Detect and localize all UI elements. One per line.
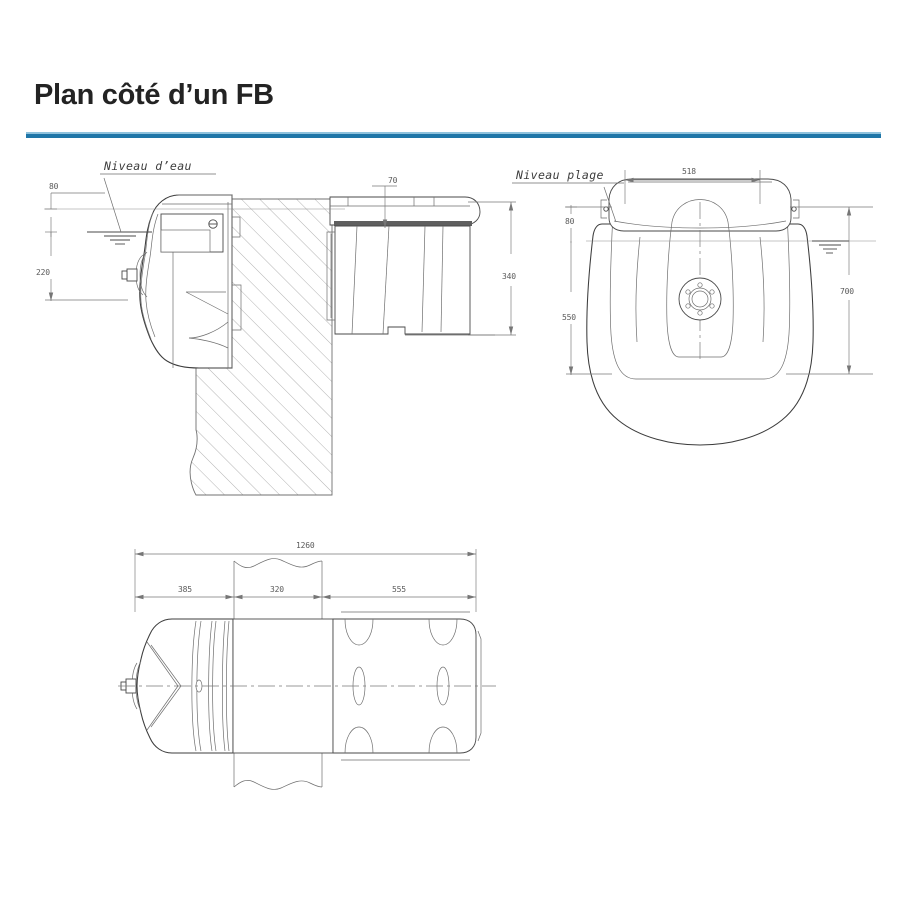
dimension-side-220-text: 220 xyxy=(36,268,50,277)
filtration-unit-body-side xyxy=(121,194,242,369)
dimension-front-80: 80 xyxy=(565,205,612,243)
center-flange-front xyxy=(678,277,722,321)
page-header: Plan côté d’un FB xyxy=(0,0,900,142)
dimension-plan-555-text: 555 xyxy=(392,585,406,594)
dimension-side-70: 70 xyxy=(372,176,398,228)
note-niveau-eau: Niveau d’eau xyxy=(100,159,216,233)
dimension-plan-320-text: 320 xyxy=(270,585,284,594)
view-top-plan: 1260 385 320 555 xyxy=(118,541,496,790)
filtration-unit-body-front xyxy=(586,178,814,446)
dimension-front-550: 550 xyxy=(562,241,612,375)
hinge-tab-left xyxy=(600,199,609,219)
dimension-front-518-text: 518 xyxy=(682,167,696,176)
dimension-plan-1260: 1260 xyxy=(134,541,477,612)
filter-tank-side xyxy=(326,196,495,336)
dimension-side-80: 80 xyxy=(45,182,105,237)
dimension-plan-1260-text: 1260 xyxy=(296,541,315,550)
dimension-side-220: 220 xyxy=(36,232,128,301)
note-niveau-plage: Niveau plage xyxy=(512,168,624,223)
latch-bolt-side xyxy=(208,219,218,229)
dimension-side-340: 340 xyxy=(468,201,516,336)
drawing-area: Niveau d’eau 80 220 xyxy=(0,142,900,900)
dimension-front-550-text: 550 xyxy=(562,313,576,322)
pool-wall-section xyxy=(189,198,333,496)
dimension-front-700: 700 xyxy=(786,206,873,375)
page-title: Plan côté d’un FB xyxy=(34,79,274,111)
water-level-symbol-front xyxy=(812,240,849,254)
dimension-side-70-text: 70 xyxy=(388,176,398,185)
title-rule-highlight xyxy=(26,132,881,134)
water-level-symbol-side xyxy=(87,231,152,245)
dimension-side-340-text: 340 xyxy=(502,272,516,281)
title-rule xyxy=(26,134,881,138)
view-front-elevation: Niveau plage 518 80 xyxy=(512,167,876,446)
dimension-front-700-text: 700 xyxy=(840,287,854,296)
hinge-tab-right xyxy=(791,199,800,219)
dimension-plan-385: 385 xyxy=(135,585,234,600)
dimension-side-80-text: 80 xyxy=(49,182,59,191)
dimension-plan-555: 555 xyxy=(322,585,476,600)
note-niveau-eau-text: Niveau d’eau xyxy=(103,159,192,173)
technical-drawing-svg: Niveau d’eau 80 220 xyxy=(36,159,876,790)
dimension-plan-320: 320 xyxy=(234,585,322,600)
view-side-section: Niveau d’eau 80 220 xyxy=(36,159,516,496)
dimension-plan-385-text: 385 xyxy=(178,585,192,594)
dimension-front-80-text: 80 xyxy=(565,217,575,226)
dimension-front-518: 518 xyxy=(624,167,761,204)
note-niveau-plage-text: Niveau plage xyxy=(515,168,604,182)
inlet-stub-side xyxy=(121,268,138,282)
